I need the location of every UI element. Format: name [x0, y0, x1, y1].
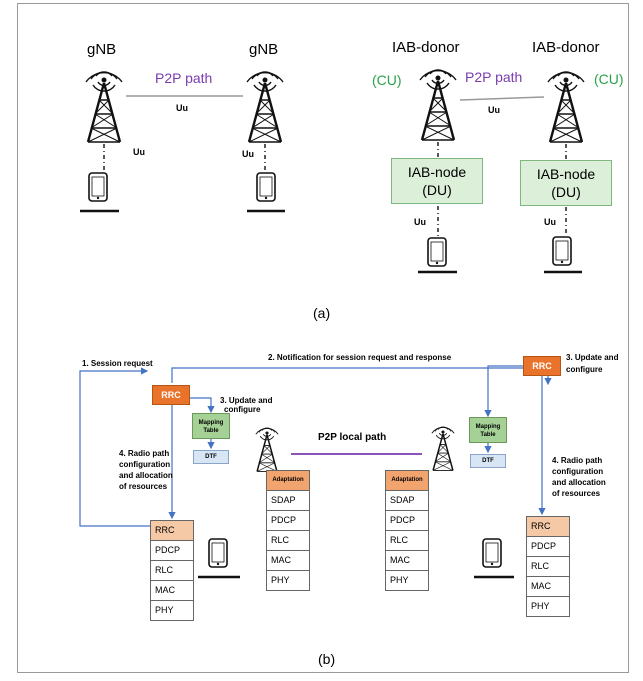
- uu-iab-right-label: Uu: [544, 217, 556, 227]
- dtf-right-box: DTF: [470, 454, 506, 468]
- cell-tower-icon: [255, 427, 279, 473]
- stack-layer: RRC: [151, 521, 193, 541]
- update-left-line2: configure: [224, 405, 261, 414]
- uu-iab-left-label: Uu: [414, 217, 426, 227]
- iab-node-right-du: (DU): [551, 184, 581, 200]
- iab-node-left-du: (DU): [422, 182, 452, 198]
- radio-left-line3: and allocation: [119, 471, 173, 480]
- stack-layer: PDCP: [151, 541, 193, 561]
- dtf-left-box: DTF: [193, 450, 229, 464]
- stack-layer: RLC: [267, 531, 309, 551]
- cell-tower-icon: [418, 68, 458, 142]
- notification-label: 2. Notification for session request and …: [268, 353, 452, 362]
- ue-stack-right: RRC PDCP RLC MAC PHY: [526, 516, 570, 617]
- ue-stack-left: RRC PDCP RLC MAC PHY: [150, 520, 194, 621]
- iab-node-right: IAB-node (DU): [520, 160, 612, 206]
- stack-layer: PHY: [151, 601, 193, 621]
- stack-layer: Adaptation: [386, 471, 428, 491]
- iab-donor-right-label: IAB-donor: [532, 39, 600, 56]
- node-stack-left: Adaptation SDAP PDCP RLC MAC PHY: [266, 470, 310, 591]
- smartphone-icon: [256, 172, 276, 202]
- smartphone-icon: [482, 538, 502, 568]
- stack-layer: PDCP: [527, 537, 569, 557]
- cu-left-label: (CU): [372, 72, 402, 88]
- smartphone-icon: [88, 172, 108, 202]
- stack-layer: RLC: [527, 557, 569, 577]
- node-stack-right: Adaptation SDAP PDCP RLC MAC PHY: [385, 470, 429, 591]
- stack-layer: RLC: [386, 531, 428, 551]
- iab-donor-left-label: IAB-donor: [392, 39, 460, 56]
- gnb-right-label: gNB: [249, 41, 279, 58]
- stack-layer: MAC: [527, 577, 569, 597]
- mapping-left-line1: Mapping: [198, 420, 224, 426]
- iab-node-left-title: IAB-node: [407, 164, 467, 180]
- update-left-line1: 3. Update and: [220, 396, 273, 405]
- stack-layer: MAC: [151, 581, 193, 601]
- smartphone-icon: [208, 538, 228, 568]
- uu-link-right-label: Uu: [488, 105, 500, 115]
- mapping-right-line1: Mapping: [475, 424, 501, 430]
- stack-layer: PHY: [386, 571, 428, 591]
- update-right-line1: 3. Update and: [566, 353, 619, 362]
- uu-link-left-label: Uu: [176, 103, 188, 113]
- stack-layer: PDCP: [267, 511, 309, 531]
- radio-right-line4: of resources: [552, 489, 601, 498]
- radio-right-line1: 4. Radio path: [552, 456, 603, 465]
- radio-left-line2: configuration: [119, 460, 171, 469]
- stack-layer: RRC: [527, 517, 569, 537]
- rrc-right-box: RRC: [523, 356, 561, 376]
- mapping-table-right: Mapping Table: [469, 417, 507, 443]
- mapping-table-left: Mapping Table: [192, 413, 230, 439]
- cu-right-label: (CU): [594, 71, 624, 87]
- radio-left-line1: 4. Radio path: [119, 449, 170, 458]
- update-right-line2: configure: [566, 365, 603, 374]
- gnb-left-label: gNB: [87, 41, 117, 58]
- mapping-right-line2: Table: [480, 432, 496, 438]
- stack-layer: RLC: [151, 561, 193, 581]
- session-request-label: 1. Session request: [82, 359, 153, 368]
- radio-right-line2: configuration: [552, 467, 604, 476]
- smartphone-icon: [552, 236, 572, 266]
- p2p-path-right-label: P2P path: [465, 69, 523, 85]
- cell-tower-icon: [431, 426, 455, 472]
- cell-tower-icon: [546, 70, 586, 144]
- cell-tower-icon: [84, 70, 124, 144]
- caption-a: (a): [313, 305, 331, 321]
- stack-layer: PHY: [527, 597, 569, 617]
- cell-tower-icon: [245, 70, 285, 144]
- p2p-local-path-label: P2P local path: [318, 432, 387, 443]
- iab-node-right-title: IAB-node: [536, 166, 596, 182]
- stack-layer: MAC: [267, 551, 309, 571]
- stack-layer: MAC: [386, 551, 428, 571]
- uu-right-tower-label: Uu: [242, 149, 254, 159]
- stack-layer: PHY: [267, 571, 309, 591]
- stack-layer: PDCP: [386, 511, 428, 531]
- figure-frame: [17, 3, 629, 673]
- p2p-path-left-label: P2P path: [155, 70, 213, 86]
- uu-left-tower-label: Uu: [133, 147, 145, 157]
- iab-node-left: IAB-node (DU): [391, 158, 483, 204]
- stack-layer: Adaptation: [267, 471, 309, 491]
- smartphone-icon: [427, 237, 447, 267]
- rrc-left-box: RRC: [152, 385, 190, 405]
- radio-right-line3: and allocation: [552, 478, 606, 487]
- stack-layer: SDAP: [267, 491, 309, 511]
- stack-layer: SDAP: [386, 491, 428, 511]
- caption-b: (b): [318, 651, 336, 667]
- radio-left-line4: of resources: [119, 482, 168, 491]
- mapping-left-line2: Table: [203, 428, 219, 434]
